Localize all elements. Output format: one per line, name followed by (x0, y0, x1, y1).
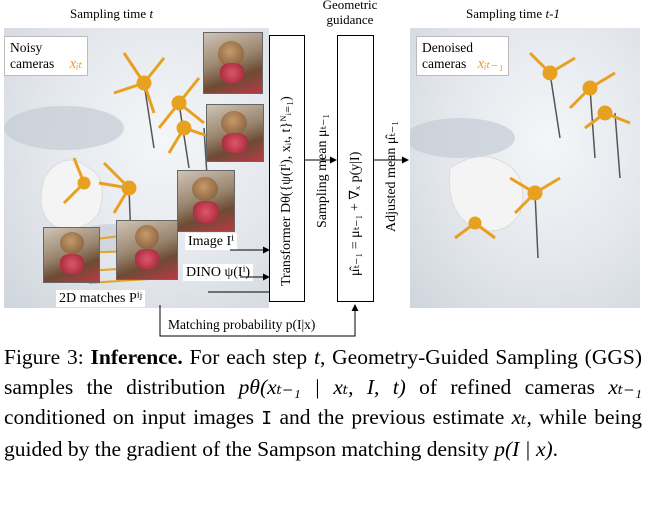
matches-label: 2D matches Pⁱʲ (56, 290, 145, 307)
sampling-time-t1-label: Sampling time t-1 (466, 6, 560, 21)
denoised-cameras-render (410, 51, 631, 259)
caption-var-xt1: xₜ₋₁ (608, 375, 643, 399)
sampling-mean-label: Sampling mean μₜ₋₁ (315, 113, 330, 228)
caption-var-I: I (261, 408, 273, 429)
sampling-time-t-label: Sampling time t (70, 6, 154, 21)
figure-caption: Figure 3: Inference. For each step t, Ge… (4, 342, 642, 464)
match-image-right (116, 220, 178, 280)
caption-text-6: , while being guided by the gradient of … (4, 405, 642, 461)
transformer-label: Transformer Dθ({ψ(Iⁱ), xᵢₜ, t}ᴺᵢ₌₁) (279, 96, 294, 286)
guidance-equation: μ̂ₜ₋₁ = μₜ₋₁ + ∇ₓ p(y|I) (348, 151, 363, 276)
input-image-1 (203, 32, 263, 94)
image-label: Image Iⁱ (185, 233, 237, 250)
flow-arrows (159, 156, 409, 337)
guidance-box: μ̂ₜ₋₁ = μₜ₋₁ + ∇ₓ p(y|I) (337, 35, 374, 302)
geometric-guidance-label: Geometric guidance (322, 0, 378, 27)
denoised-cameras-scene: Denoised cameras xᵢₜ₋₁ (410, 28, 640, 308)
caption-text-4: conditioned on input images (4, 405, 254, 429)
caption-text-1: For each step (189, 345, 308, 369)
input-image-2 (206, 104, 264, 162)
dino-label: DINO ψ(Iⁱ) (183, 264, 254, 281)
input-image-3 (177, 170, 235, 232)
caption-title: Inference. (90, 345, 183, 369)
caption-density: p(I | x) (494, 437, 553, 461)
caption-var-xt: xₜ (511, 405, 527, 429)
caption-text-3: of refined cameras (419, 375, 596, 399)
transformer-box: Transformer Dθ({ψ(Iⁱ), xᵢₜ, t}ᴺᵢ₌₁) (269, 35, 305, 302)
caption-distribution: pθ(xₜ₋₁ | xₜ, I, t) (238, 375, 406, 399)
adjusted-mean-label: Adjusted mean μ̂ₜ₋₁ (384, 120, 399, 232)
caption-var-t: t (313, 345, 320, 369)
caption-text-5: and the previous estimate (279, 405, 505, 429)
matching-probability-label: Matching probability p(I|x) (168, 317, 316, 332)
denoised-cameras-label: Denoised cameras xᵢₜ₋₁ (416, 36, 510, 76)
noisy-cameras-label: Noisy cameras xᵢₜ (4, 36, 89, 76)
caption-figure-number: Figure 3: (4, 345, 84, 369)
match-image-left (43, 227, 100, 283)
caption-text-7: . (552, 437, 559, 461)
inference-figure: Sampling time t Geometric guidance Sampl… (4, 0, 640, 337)
caption-text-2: , Geometry-Guided Sampling (GGS) samples… (4, 345, 643, 399)
